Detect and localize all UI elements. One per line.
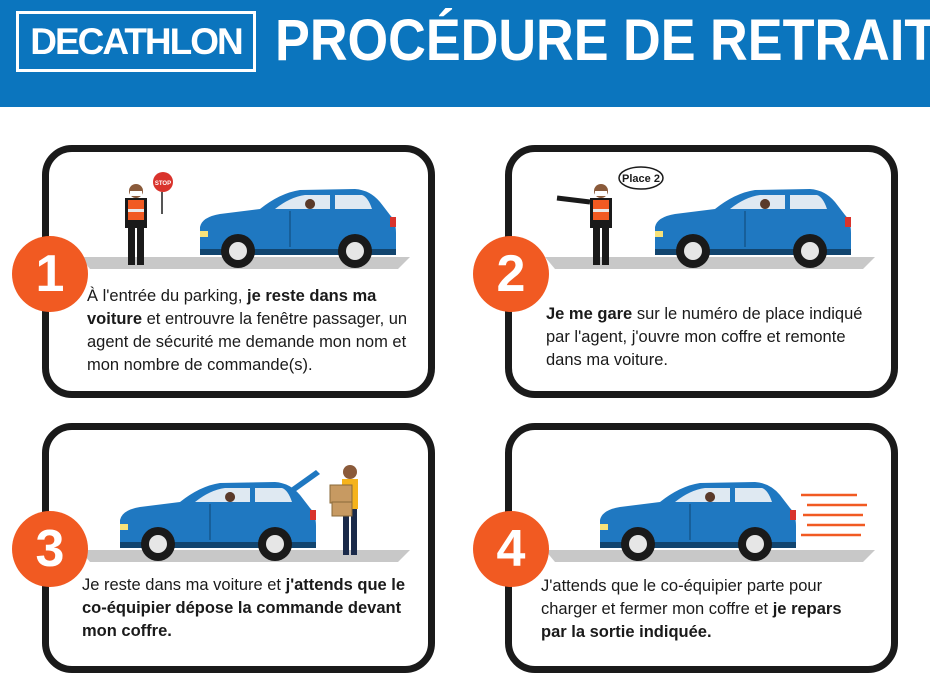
- step-3-text: Je reste dans ma voiture et j'attends qu…: [82, 574, 412, 643]
- brand-name: DECATHLON: [30, 20, 244, 62]
- car-icon: [654, 188, 852, 269]
- step-4-text-bold: je repars par la sortie indiquée.: [541, 600, 842, 641]
- header-banner: DECATHLON PROCÉDURE DE RETRAIT: [0, 0, 930, 107]
- package-box-icon: [329, 484, 353, 504]
- step-number-2: 2: [473, 236, 549, 312]
- step-4-illustration: [545, 481, 875, 562]
- step-4-text-part: J'attends que le co-équipier parte pour …: [541, 577, 823, 618]
- stop-sign-icon: [153, 172, 173, 192]
- page-title: PROCÉDURE DE RETRAIT: [275, 8, 930, 73]
- security-agent-icon: [590, 184, 612, 265]
- step-1-text-part: À l'entrée du parking,: [87, 287, 247, 305]
- step-2-illustration: Place 2: [545, 166, 875, 269]
- car-icon: [119, 481, 317, 562]
- motion-lines-icon: [801, 493, 867, 537]
- step-3-illustration: [80, 465, 410, 562]
- step-number-4: 4: [473, 511, 549, 587]
- step-3-text-bold: j'attends que le co-équipier dépose la c…: [82, 576, 406, 640]
- road: [80, 550, 410, 562]
- package-box-icon: [331, 501, 353, 517]
- step-3-text-part: Je reste dans ma voiture et: [82, 576, 286, 594]
- step-2-text-bold: Je me gare: [546, 305, 633, 323]
- stop-sign-label: STOP: [155, 181, 171, 187]
- road: [545, 550, 875, 562]
- step-2-text: Je me gare sur le numéro de place indiqu…: [546, 303, 876, 372]
- speech-bubble-icon: [618, 166, 664, 190]
- step-1-text: À l'entrée du parking, je reste dans ma …: [87, 285, 417, 377]
- security-agent-icon: [125, 184, 147, 265]
- step-4-text: J'attends que le co-équipier parte pour …: [541, 575, 871, 644]
- speech-bubble-label: Place 2: [622, 173, 660, 185]
- road: [545, 257, 875, 269]
- open-trunk-icon: [288, 470, 320, 494]
- step-panel-1: [42, 145, 435, 398]
- pointing-arm-icon: [556, 195, 591, 205]
- decathlon-logo: DECATHLON: [16, 11, 256, 72]
- step-number-1: 1: [12, 236, 88, 312]
- step-1-text-bold: je reste dans ma voiture: [87, 287, 377, 328]
- step-1-text-part: et entrouvre la fenêtre passager, un age…: [87, 310, 408, 374]
- car-icon: [599, 481, 797, 562]
- step-number-3: 3: [12, 511, 88, 587]
- car-icon: [199, 188, 397, 269]
- step-2-text-part: sur le numéro de place indiqué par l'age…: [546, 305, 863, 369]
- step-1-illustration: STOP: [80, 172, 410, 269]
